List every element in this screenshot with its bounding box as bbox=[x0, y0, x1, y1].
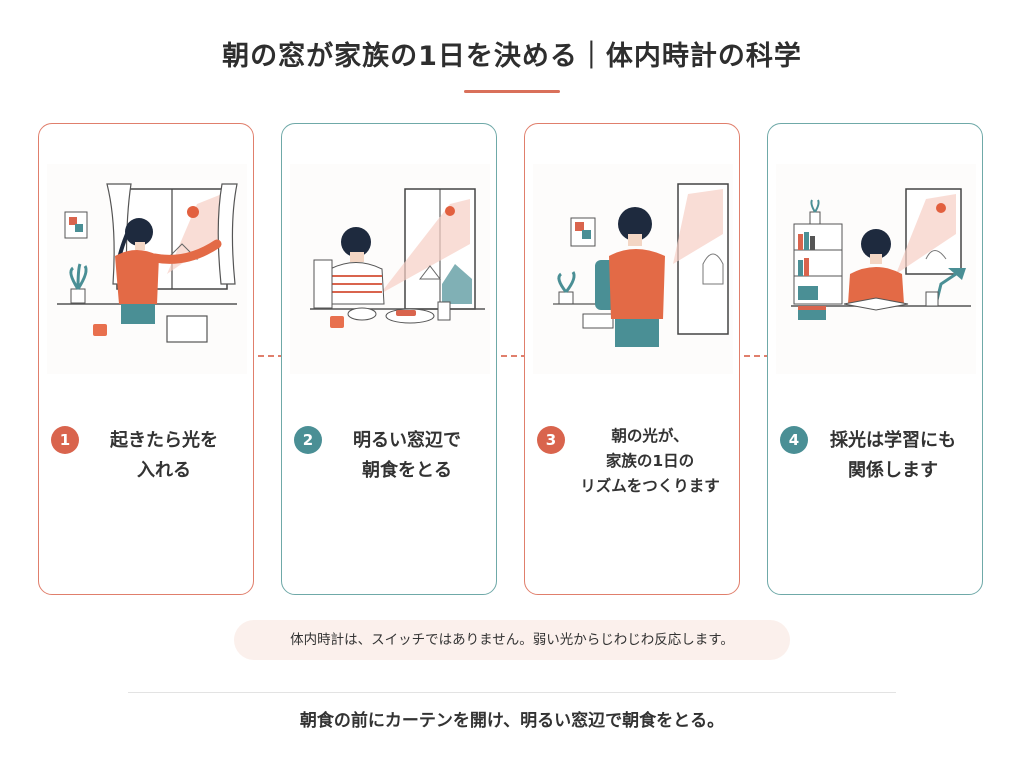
step-connector bbox=[501, 355, 527, 357]
breakfast-by-window-illustration bbox=[290, 164, 490, 374]
step-caption: 起きたら光を 入れる bbox=[79, 426, 249, 486]
step-caption: 採光は学習にも 関係します bbox=[808, 426, 978, 486]
studying-by-light-illustration bbox=[776, 164, 976, 374]
page-title: 朝の窓が家族の1日を決める｜体内時計の科学 bbox=[222, 41, 802, 72]
footer-text: 朝食の前にカーテンを開け、明るい窓辺で朝食をとる。 bbox=[299, 711, 725, 731]
footer-divider bbox=[128, 692, 896, 693]
morning-rhythm-illustration bbox=[533, 164, 733, 374]
step-card-4: 4 採光は学習にも 関係します bbox=[767, 123, 983, 595]
open-curtain-illustration bbox=[47, 164, 247, 374]
step-card-3: 3 朝の光が、 家族の1日の リズムをつくります bbox=[524, 123, 740, 595]
step-caption-line: 起きたら光を bbox=[110, 430, 218, 451]
step-caption-line: 入れる bbox=[137, 460, 191, 481]
step-connector bbox=[258, 355, 284, 357]
info-note-pill: 体内時計は、スイッチではありません。弱い光からじわじわ反応します。 bbox=[234, 620, 790, 660]
step-caption-line: 明るい窓辺で bbox=[353, 430, 461, 451]
step-number-badge: 3 bbox=[537, 426, 565, 454]
step-caption-line: 関係します bbox=[848, 460, 938, 481]
step-caption: 朝の光が、 家族の1日の リズムをつくります bbox=[565, 424, 735, 499]
step-caption-line: 朝食をとる bbox=[362, 460, 452, 481]
step-caption-line: 家族の1日の bbox=[605, 452, 695, 470]
step-caption-line: 朝の光が、 bbox=[611, 427, 689, 445]
step-card-2: 2 明るい窓辺で 朝食をとる bbox=[281, 123, 497, 595]
step-caption: 明るい窓辺で 朝食をとる bbox=[322, 426, 492, 486]
title-underline bbox=[464, 90, 560, 93]
step-number-badge: 2 bbox=[294, 426, 322, 454]
step-caption-line: リズムをつくります bbox=[580, 477, 720, 495]
step-caption-line: 採光は学習にも bbox=[830, 430, 956, 451]
step-card-1: 1 起きたら光を 入れる bbox=[38, 123, 254, 595]
step-number-badge: 4 bbox=[780, 426, 808, 454]
step-connector bbox=[744, 355, 770, 357]
step-number-badge: 1 bbox=[51, 426, 79, 454]
